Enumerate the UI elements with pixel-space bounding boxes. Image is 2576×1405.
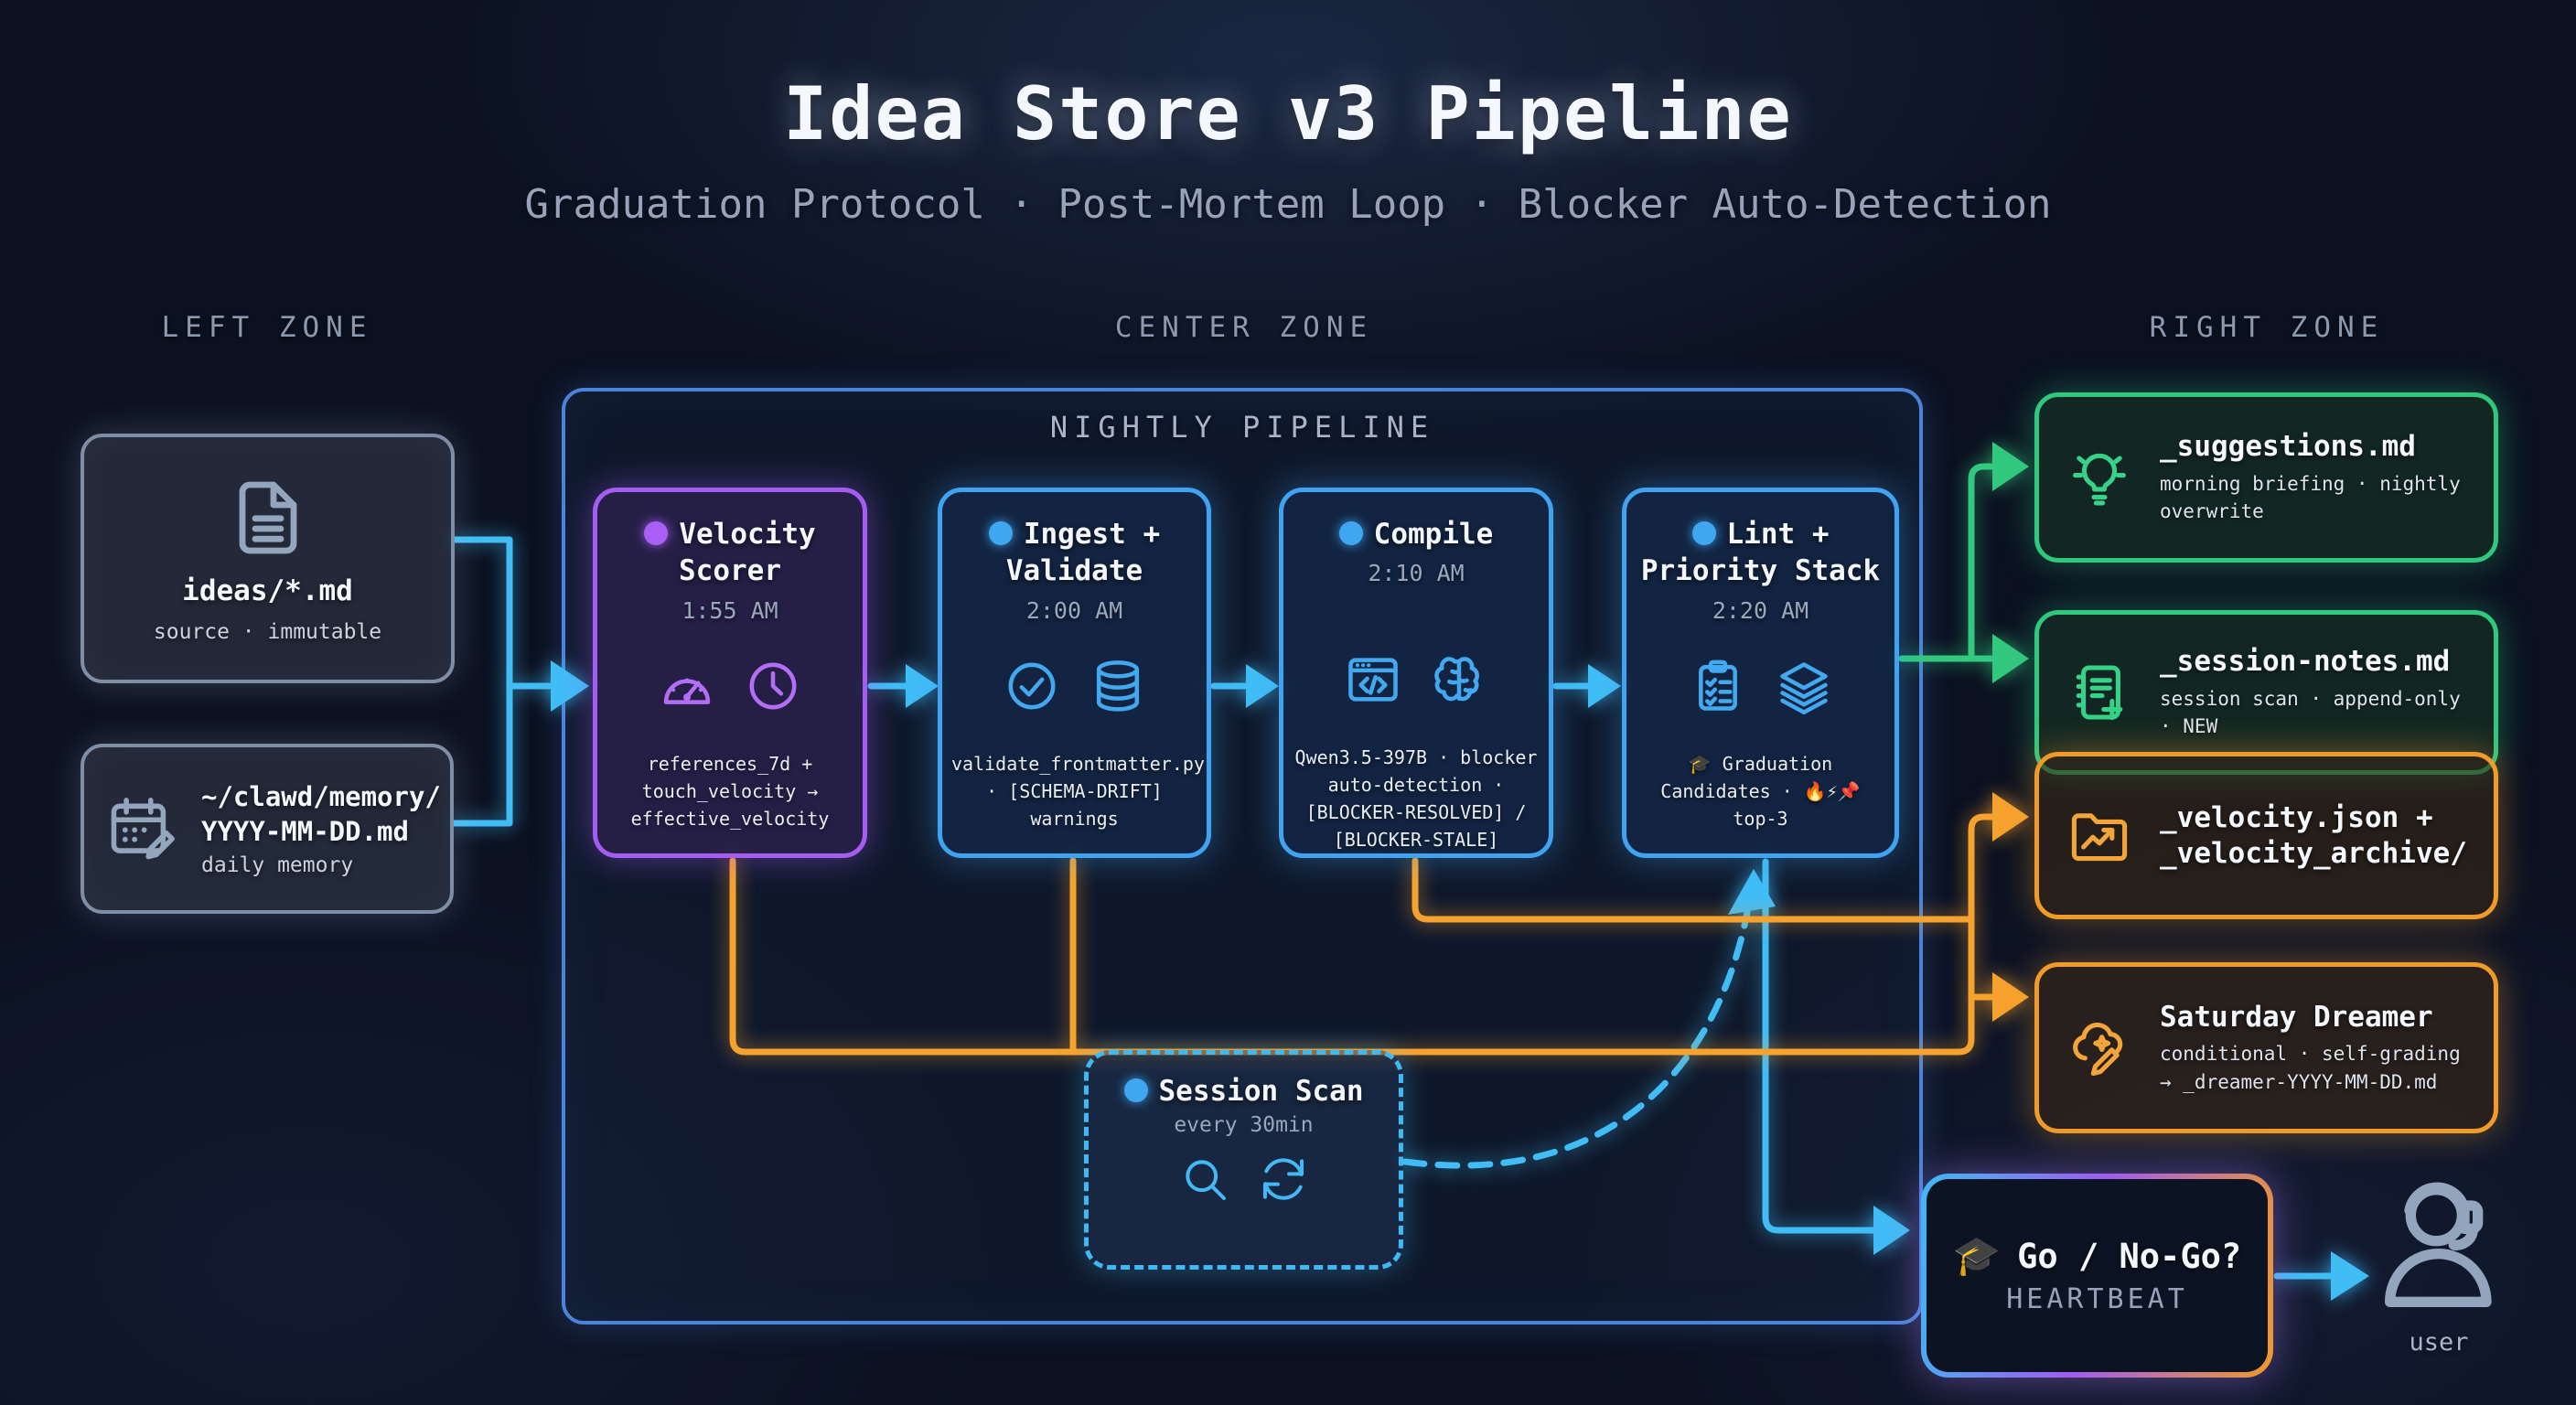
stage-name: Compile (1373, 518, 1494, 551)
stage-status-dot (644, 521, 669, 545)
database-icon (1089, 657, 1147, 715)
stage-description: references_7d + touch_velocity → effecti… (630, 752, 830, 830)
document-icon (224, 474, 312, 562)
stage-description: 🎓 Graduation Candidates · 🔥⚡📌 top-3 (1660, 752, 1861, 830)
stage-status-dot (1338, 521, 1363, 545)
stage-lint-priority-stack: Lint + Priority Stack 2:20 AM 🎓 Graduati… (1622, 488, 1899, 858)
graduation-cap-icon: 🎓 (1952, 1233, 2002, 1278)
stage-time: 1:55 AM (682, 596, 778, 624)
green-flow-lines (1898, 442, 2029, 683)
session-scan-title: Session Scan (1089, 1075, 1399, 1108)
session-notes-output-card: _session-notes.md session scan · append-… (2034, 610, 2498, 775)
user-endpoint: user (2366, 1173, 2512, 1357)
zone-label-right: RIGHT ZONE (2149, 311, 2385, 344)
session-scan-schedule: every 30min (1174, 1113, 1314, 1137)
layers-icon (1775, 657, 1833, 715)
memory-card-title-line1: ~/clawd/memory/ (201, 781, 441, 813)
notebook-plus-icon (2066, 660, 2132, 725)
stage-name: Lint + Priority Stack (1640, 518, 1881, 588)
ideas-source-card: ideas/*.md source · immutable (80, 434, 455, 683)
go-nogo-title: Go / No-Go? (2017, 1236, 2242, 1276)
ideas-card-title: ideas/*.md (182, 574, 353, 607)
zone-label-left: LEFT ZONE (161, 311, 373, 344)
ideas-card-subtitle: source · immutable (153, 619, 382, 644)
suggestions-output-card: _suggestions.md morning briefing · night… (2034, 392, 2498, 563)
clipboard-check-icon (1689, 657, 1747, 715)
calendar-pencil-icon (106, 793, 177, 864)
stage-title: Lint + Priority Stack (1636, 516, 1885, 590)
stage-description: Qwen3.5-397B · blocker auto-detection · … (1294, 746, 1538, 852)
folder-chart-icon (2066, 803, 2132, 869)
stage-time: 2:20 AM (1712, 596, 1809, 624)
blue-flow-lines (451, 536, 2369, 1301)
memory-card-subtitle: daily memory (201, 853, 354, 877)
stage-compile: Compile 2:10 AM Qwen3.5-397B · blocker a… (1279, 488, 1553, 858)
lightbulb-icon (2066, 445, 2132, 510)
stage-time: 2:10 AM (1368, 560, 1465, 587)
stage-title: Compile (1293, 516, 1540, 552)
stage-status-dot (1691, 521, 1716, 545)
output-title: Saturday Dreamer (2160, 1000, 2433, 1034)
stage-time: 2:00 AM (1025, 596, 1123, 624)
refresh-icon (1258, 1153, 1309, 1205)
nightly-pipeline-label: NIGHTLY PIPELINE (1049, 410, 1435, 445)
stage-velocity-scorer: Velocity Scorer 1:55 AM references_7d + … (593, 488, 867, 858)
memory-card-title-line2: YYYY-MM-DD.md (201, 816, 409, 847)
session-scan-card: Session Scan every 30min (1084, 1050, 1403, 1270)
output-title: _suggestions.md (2160, 430, 2416, 464)
clock-icon (744, 657, 802, 715)
go-nogo-card: 🎓 Go / No-Go? HEARTBEAT (1921, 1174, 2273, 1378)
zone-label-center: CENTER ZONE (1114, 311, 1374, 344)
velocity-json-output-card: _velocity.json + _velocity_archive/ (2034, 752, 2498, 919)
page-title: Idea Store v3 Pipeline (783, 71, 1793, 156)
go-nogo-subtitle: HEARTBEAT (2006, 1282, 2188, 1315)
stage-name: Velocity Scorer (679, 518, 816, 588)
stage-status-dot (988, 521, 1013, 545)
output-subtitle: session scan · append-only · NEW (2160, 687, 2461, 738)
session-scan-status-dot (1123, 1078, 1148, 1102)
output-subtitle: morning briefing · nightly overwrite (2160, 472, 2461, 523)
stage-title: Ingest + Validate (951, 516, 1197, 590)
headset-user-icon (2366, 1173, 2512, 1319)
stage-title: Velocity Scorer (606, 516, 853, 590)
check-circle-icon (1003, 657, 1061, 715)
brain-icon (1430, 650, 1488, 709)
daily-memory-card: ~/clawd/memory/ YYYY-MM-DD.md daily memo… (80, 744, 454, 914)
gauge-icon (658, 657, 716, 715)
output-title: _velocity.json + _velocity_archive/ (2160, 800, 2467, 870)
page-subtitle: Graduation Protocol · Post-Mortem Loop ·… (524, 181, 2052, 228)
search-icon (1179, 1153, 1230, 1205)
session-scan-name: Session Scan (1158, 1075, 1364, 1108)
saturday-dreamer-card: Saturday Dreamer conditional · self-grad… (2034, 962, 2498, 1133)
cloud-pencil-icon (2066, 1015, 2132, 1081)
stage-description: validate_frontmatter.py · [SCHEMA-DRIFT]… (951, 752, 1205, 830)
stage-name: Ingest + Validate (1005, 518, 1161, 588)
stage-ingest-validate: Ingest + Validate 2:00 AM validate_front… (938, 488, 1211, 858)
orange-flow-lines (729, 792, 2029, 1056)
user-label: user (2409, 1328, 2469, 1357)
output-title: _session-notes.md (2160, 645, 2451, 679)
code-window-icon (1344, 650, 1402, 709)
output-subtitle: conditional · self-grading → _dreamer-YY… (2160, 1043, 2461, 1093)
